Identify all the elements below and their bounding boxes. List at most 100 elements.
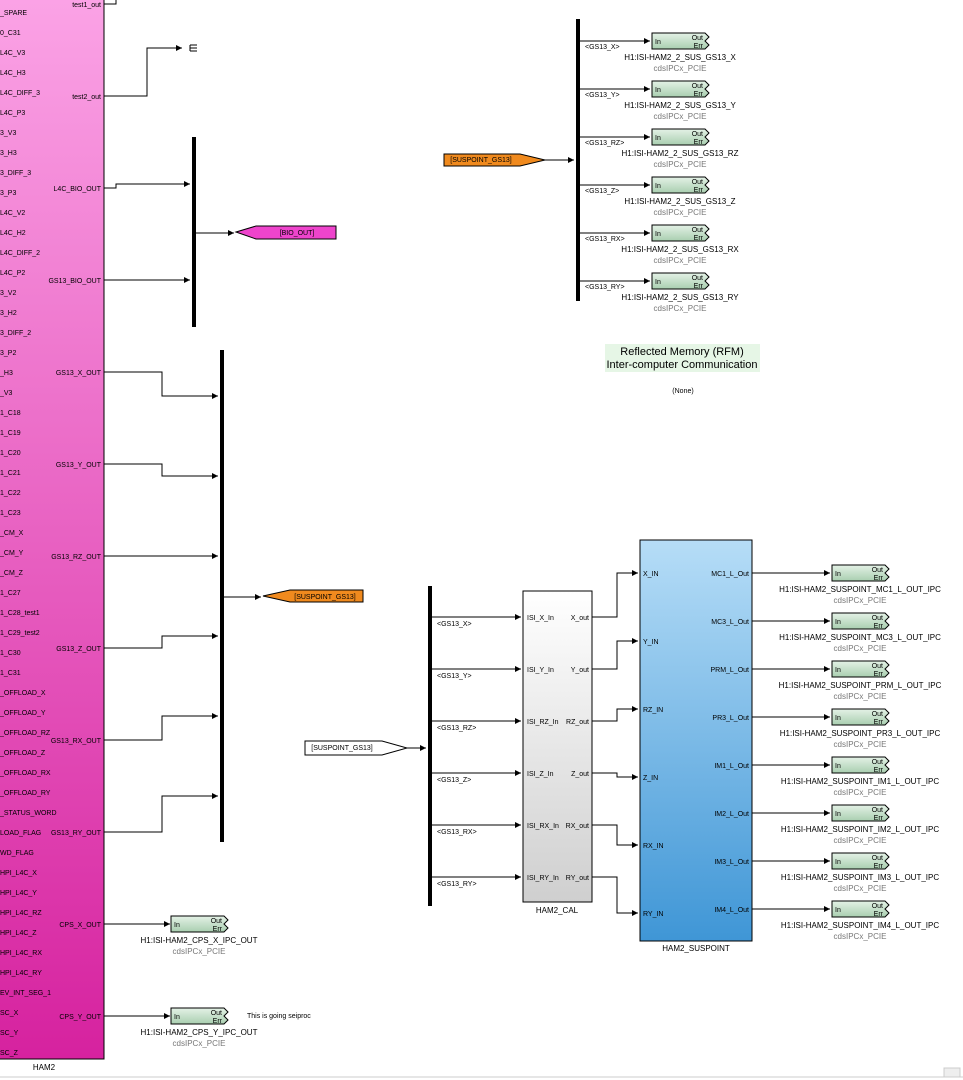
ipc-block-gs13-3[interactable]: InOutErrH1:ISI-HAM2_2_SUS_GS13_ZcdsIPCx_… <box>624 176 736 217</box>
ham2-input-port: SC_X <box>0 1010 19 1017</box>
ipc-err-port: Err <box>694 235 704 242</box>
bus-signal-label: <GS13_RX> <box>585 236 625 243</box>
goto-bio-out[interactable] <box>234 225 337 240</box>
ham2-cal-output-port: Z_out <box>571 771 589 778</box>
port-gs13-rx-out: GS13_RX_OUT <box>51 738 102 745</box>
ham2-suspoint-input-port: RX_IN <box>643 843 664 850</box>
from-suspoint-gs13-top[interactable] <box>443 153 546 167</box>
ham2-suspoint-output-port: PRM_L_Out <box>710 667 749 674</box>
bus-signal-label: <GS13_RX> <box>437 829 477 836</box>
wire-cal-to-suspoint <box>592 824 638 848</box>
ham2-cal-block[interactable] <box>522 590 593 903</box>
ipc-in-port: In <box>835 907 841 914</box>
ipc-in-port: In <box>655 87 661 94</box>
ipc-block-gs13-4[interactable]: InOutErrH1:ISI-HAM2_2_SUS_GS13_RXcdsIPCx… <box>621 224 739 265</box>
ipc-in-port: In <box>835 667 841 674</box>
gs13-bus-selector-top[interactable] <box>576 19 580 301</box>
ipc-out-port: Out <box>211 918 222 925</box>
ipc-type-label: cdsIPCx_PCIE <box>173 947 226 956</box>
ipc-channel-name: H1:ISI-HAM2_SUSPOINT_IM1_L_OUT_IPC <box>781 777 939 786</box>
ipc-type-label: cdsIPCx_PCIE <box>834 692 887 701</box>
port-gs13-rz-out: GS13_RZ_OUT <box>51 554 102 561</box>
ham2-input-port: _V3 <box>0 390 13 397</box>
ipc-block-suspoint-3[interactable]: InOutErrH1:ISI-HAM2_SUSPOINT_PR3_L_OUT_I… <box>780 708 941 749</box>
ipc-type-label: cdsIPCx_PCIE <box>834 740 887 749</box>
ipc-type-label: cdsIPCx_PCIE <box>834 884 887 893</box>
cps-ipc-blocks: InOutErrH1:ISI-HAM2_CPS_X_IPC_OUTcdsIPCx… <box>141 915 258 1048</box>
wire-cal-to-suspoint <box>592 638 638 670</box>
port-test1-out: test1_out <box>72 2 101 9</box>
ipc-block-suspoint-2[interactable]: InOutErrH1:ISI-HAM2_SUSPOINT_PRM_L_OUT_I… <box>779 660 942 701</box>
ipc-channel-name: H1:ISI-HAM2_SUSPOINT_IM3_L_OUT_IPC <box>781 873 939 882</box>
port-gs13-z-out: GS13_Z_OUT <box>56 646 101 653</box>
ham2-block[interactable] <box>0 0 105 1060</box>
ipc-type-label: cdsIPCx_PCIE <box>654 112 707 121</box>
ipc-err-port: Err <box>874 815 884 822</box>
rfm-annotation-box <box>605 344 760 372</box>
bio-bus-creator[interactable] <box>192 137 196 327</box>
ham2-input-port: 1_C22 <box>0 490 21 497</box>
ipc-block-suspoint-4[interactable]: InOutErrH1:ISI-HAM2_SUSPOINT_IM1_L_OUT_I… <box>781 756 939 797</box>
ipc-block-gs13-5[interactable]: InOutErrH1:ISI-HAM2_2_SUS_GS13_RYcdsIPCx… <box>621 272 739 313</box>
ipc-block-suspoint-7[interactable]: InOutErrH1:ISI-HAM2_SUSPOINT_IM4_L_OUT_I… <box>781 900 939 941</box>
ipc-block-suspoint-1[interactable]: InOutErrH1:ISI-HAM2_SUSPOINT_MC3_L_OUT_I… <box>779 612 941 653</box>
ipc-block-suspoint-5[interactable]: InOutErrH1:ISI-HAM2_SUSPOINT_IM2_L_OUT_I… <box>781 804 939 845</box>
ham2-suspoint-block[interactable] <box>639 539 753 942</box>
ipc-block-cps-0[interactable]: InOutErrH1:ISI-HAM2_CPS_X_IPC_OUTcdsIPCx… <box>141 915 258 956</box>
ipc-body <box>831 708 890 726</box>
ham2-input-port: WD_FLAG <box>0 850 34 857</box>
bus-signal-label: <GS13_Z> <box>585 188 619 195</box>
ham2-left-port-labels: _SPARE0_C31L4C_V3L4C_H3L4C_DIFF_3L4C_P33… <box>0 10 57 1057</box>
ham2-input-port: 1_C29_test2 <box>0 630 40 637</box>
ham2-cal-output-port: RZ_out <box>566 719 589 726</box>
from-suspoint-gs13-bottom[interactable] <box>304 740 409 756</box>
ipc-body <box>170 1007 229 1025</box>
ham2-input-port: 1_C28_test1 <box>0 610 40 617</box>
ham2-input-port: 0_C31 <box>0 30 21 37</box>
ham2-input-port: EV_INT_SEG_1 <box>0 990 51 997</box>
ipc-body <box>170 915 229 933</box>
ham2-cal-label: HAM2_CAL <box>536 906 579 915</box>
ham2-suspoint-output-port: IM1_L_Out <box>714 763 749 770</box>
ham2-input-port: _STATUS_WORD <box>0 810 57 817</box>
ham2-input-port: L4C_H3 <box>0 70 26 77</box>
bus-signal-label: <GS13_Z> <box>437 777 471 784</box>
ham2-suspoint-output-port: PR3_L_Out <box>712 715 749 722</box>
ham2-input-port: _CM_X <box>0 530 24 537</box>
ham2-input-port: L4C_P2 <box>0 270 25 277</box>
ipc-channel-name: H1:ISI-HAM2_2_SUS_GS13_RX <box>621 245 739 254</box>
ipc-block-cps-1[interactable]: InOutErrH1:ISI-HAM2_CPS_Y_IPC_OUTcdsIPCx… <box>141 1007 258 1048</box>
gs13-bus-selector-bottom[interactable] <box>428 586 432 906</box>
ham2-input-port: 1_C30 <box>0 650 21 657</box>
gs13-bus-creator[interactable] <box>220 350 224 842</box>
rfm-none-label: (None) <box>672 388 693 395</box>
scrollbar-handle[interactable] <box>943 1067 961 1078</box>
from-suspoint-gs13-bottom-label: [SUSPOINT_GS13] <box>311 745 373 752</box>
port-l4c-bio-out: L4C_BIO_OUT <box>54 186 102 193</box>
ipc-block-suspoint-0[interactable]: InOutErrH1:ISI-HAM2_SUSPOINT_MC1_L_OUT_I… <box>779 564 941 605</box>
ham2-input-port: _H3 <box>0 370 13 377</box>
ipc-channel-name: H1:ISI-HAM2_CPS_X_IPC_OUT <box>141 936 258 945</box>
ipc-body <box>651 80 710 98</box>
ipc-type-label: cdsIPCx_PCIE <box>654 160 707 169</box>
gs13-ipc-blocks: <GS13_X>InOutErrH1:ISI-HAM2_2_SUS_GS13_X… <box>580 32 739 313</box>
ipc-block-gs13-2[interactable]: InOutErrH1:ISI-HAM2_2_SUS_GS13_RZcdsIPCx… <box>622 128 739 169</box>
ham2-input-port: _OFFLOAD_Z <box>0 750 46 757</box>
ipc-body <box>831 660 890 678</box>
ipc-type-label: cdsIPCx_PCIE <box>654 208 707 217</box>
ipc-body <box>831 804 890 822</box>
ipc-out-port: Out <box>211 1010 222 1017</box>
ham2-input-port: 3_H2 <box>0 310 17 317</box>
ham2-input-port: L4C_DIFF_3 <box>0 90 40 97</box>
ipc-out-port: Out <box>692 83 703 90</box>
ipc-out-port: Out <box>872 807 883 814</box>
ham2-suspoint-output-port: IM3_L_Out <box>714 859 749 866</box>
ham2-input-port: SC_Y <box>0 1030 19 1037</box>
ipc-block-gs13-0[interactable]: InOutErrH1:ISI-HAM2_2_SUS_GS13_XcdsIPCx_… <box>624 32 736 73</box>
ham2-input-port: 1_C19 <box>0 430 21 437</box>
ipc-block-suspoint-6[interactable]: InOutErrH1:ISI-HAM2_SUSPOINT_IM3_L_OUT_I… <box>781 852 939 893</box>
ipc-out-port: Out <box>692 275 703 282</box>
goto-suspoint-gs13[interactable] <box>262 589 364 603</box>
ipc-in-port: In <box>655 39 661 46</box>
ipc-block-gs13-1[interactable]: InOutErrH1:ISI-HAM2_2_SUS_GS13_YcdsIPCx_… <box>624 80 736 121</box>
